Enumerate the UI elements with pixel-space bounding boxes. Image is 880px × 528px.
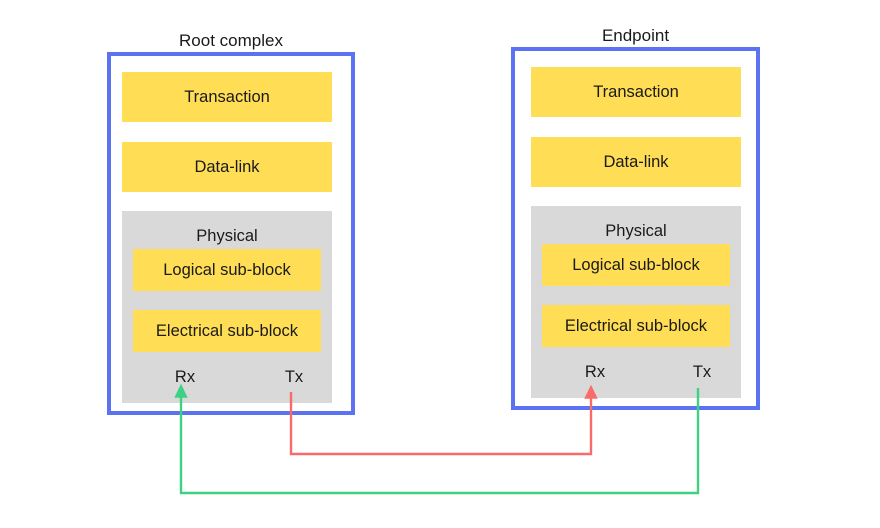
endpoint-physical-label: Physical	[605, 222, 667, 240]
root-complex-port-tx: Tx	[284, 368, 304, 386]
endpoint-logical-sub-block[interactable]: Logical sub-block	[542, 244, 730, 286]
endpoint-layer-transaction[interactable]: Transaction	[531, 67, 741, 117]
root-complex-layer-physical[interactable]: Physical Logical sub-block Electrical su…	[122, 211, 332, 403]
root-complex-logical-sub-block[interactable]: Logical sub-block	[133, 249, 321, 291]
endpoint-layer-physical[interactable]: Physical Logical sub-block Electrical su…	[531, 206, 741, 398]
root-complex-physical-label: Physical	[196, 227, 258, 245]
root-complex-layer-transaction[interactable]: Transaction	[122, 72, 332, 122]
endpoint-layer-data-link[interactable]: Data-link	[531, 137, 741, 187]
endpoint-port-tx: Tx	[692, 363, 712, 381]
endpoint-port-rx: Rx	[584, 363, 606, 381]
root-complex-title: Root complex	[179, 31, 283, 50]
endpoint-title: Endpoint	[601, 26, 670, 45]
endpoint-electrical-sub-block[interactable]: Electrical sub-block	[542, 305, 730, 347]
root-complex-port-rx: Rx	[174, 368, 196, 386]
root-complex-layer-data-link[interactable]: Data-link	[122, 142, 332, 192]
endpoint-panel: Transaction Data-link Physical Logical s…	[511, 47, 760, 410]
root-complex-panel: Transaction Data-link Physical Logical s…	[107, 52, 355, 415]
root-complex-electrical-sub-block[interactable]: Electrical sub-block	[133, 310, 321, 352]
